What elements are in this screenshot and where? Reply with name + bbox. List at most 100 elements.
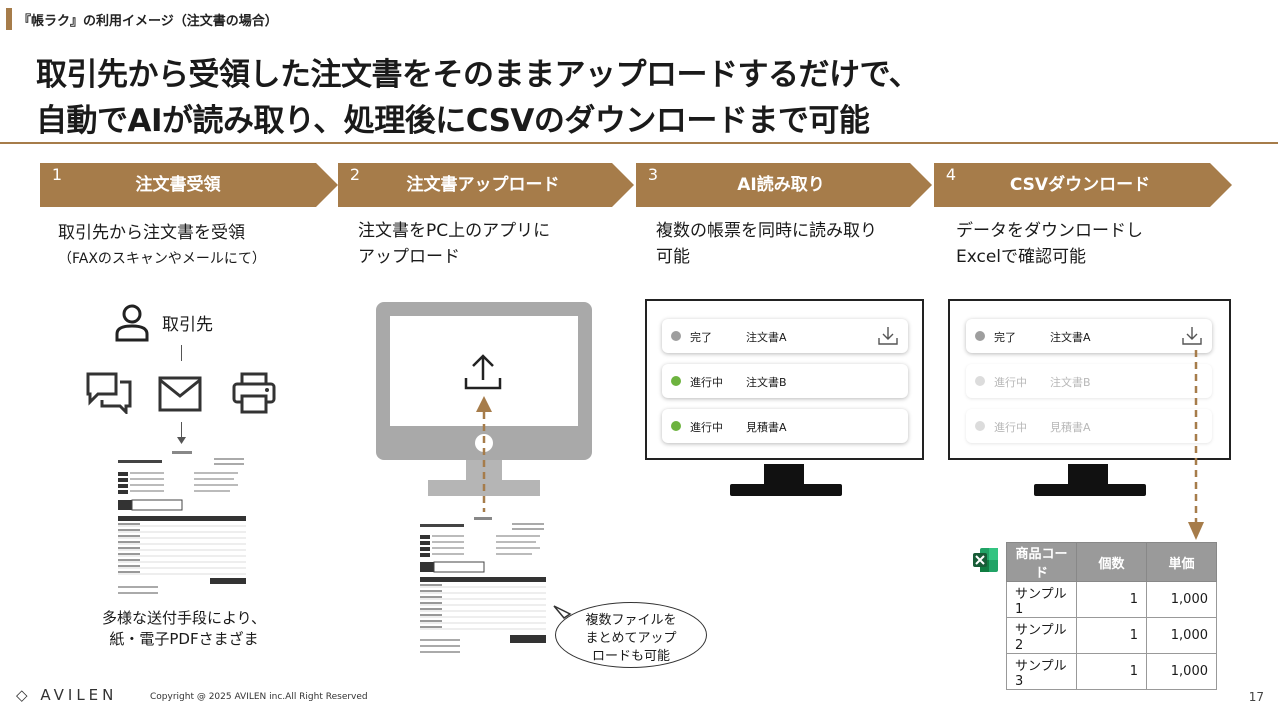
speech-bubble-line-3: ロードも可能: [591, 649, 670, 664]
step-3-description-line-2: 可能: [656, 247, 690, 267]
mail-icon: [158, 376, 202, 412]
status-dot: [671, 331, 681, 341]
ai-screen-stand: [764, 464, 804, 484]
step-1-description: 取引先から注文書を受領 （FAXのスキャンやメールにて）: [58, 220, 266, 272]
csv-list-item[interactable]: 完了 注文書A: [966, 319, 1212, 353]
footer-copyright: Copyright @ 2025 AVILEN inc.All Right Re…: [150, 692, 368, 702]
page-title-line-2: 自動でAIが読み取り、処理後にCSVのダウンロードまで可能: [36, 103, 870, 139]
ai-list-item[interactable]: 進行中 注文書B: [662, 364, 908, 398]
csv-list-item[interactable]: 進行中 注文書B: [966, 364, 1212, 398]
step-4-description: データをダウンロードし Excelで確認可能: [956, 218, 1143, 270]
step-2-label: 注文書アップロード: [406, 175, 560, 195]
table-cell: 1: [1076, 653, 1147, 690]
table-row: サンプル1 1 1,000: [1006, 581, 1217, 618]
order-document-thumbnail: [114, 448, 250, 604]
status-text: 進行中: [994, 421, 1027, 434]
step-2-number: 2: [349, 165, 361, 184]
step-3-description-line-1: 複数の帳票を同時に読み取り: [656, 221, 877, 241]
step-2-description-line-1: 注文書をPC上のアプリに: [358, 221, 551, 241]
table-cell: サンプル3: [1006, 653, 1077, 690]
step-1-chevron: [40, 163, 338, 207]
upload-document-thumbnail: [416, 515, 550, 661]
status-dot: [975, 376, 985, 386]
speech-bubble-line-1: 複数ファイルを: [585, 613, 677, 628]
step-1-description-line-1: 取引先から注文書を受領: [58, 223, 245, 243]
printer-icon: [232, 372, 276, 414]
step-4-chevron: [934, 163, 1232, 207]
step-3-chevron: [636, 163, 932, 207]
csv-preview-table: 商品コード 個数 単価 サンプル1 1 1,000 サンプル2 1 1,000 …: [1006, 542, 1217, 690]
status-text: 進行中: [994, 376, 1027, 389]
chat-icon: [86, 372, 132, 414]
arrow-down-icon: [177, 437, 186, 444]
step-2-description: 注文書をPC上のアプリに アップロード: [358, 218, 550, 270]
step-1-label: 注文書受領: [135, 175, 221, 195]
status-dot: [975, 421, 985, 431]
ai-list-item[interactable]: 完了 注文書A: [662, 319, 908, 353]
step-2-chevron: [338, 163, 634, 207]
csv-screen-base: [1034, 484, 1146, 496]
title-accent-bar: [6, 8, 12, 30]
step-1-caption-line-1: 多様な送付手段により、: [101, 609, 267, 627]
step-2-description-line-2: アップロード: [358, 247, 460, 267]
download-arrow-icon: [1188, 350, 1204, 540]
step-3-label: AI読み取り: [737, 175, 825, 195]
step-3-description: 複数の帳票を同時に読み取り 可能: [656, 218, 877, 270]
table-cell: サンプル2: [1006, 617, 1077, 654]
table-cell: 1,000: [1146, 581, 1217, 618]
table-row: サンプル2 1 1,000: [1006, 617, 1217, 654]
header-divider: [0, 142, 1278, 144]
status-text: 完了: [994, 331, 1016, 344]
speech-bubble-line-2: まとめてアップ: [585, 631, 677, 646]
footer-logo: ◇ AVILEN: [16, 686, 117, 704]
step-4-description-line-1: データをダウンロードし: [956, 221, 1143, 241]
table-row: サンプル3 1 1,000: [1006, 653, 1217, 690]
download-icon[interactable]: [1181, 325, 1203, 347]
document-name: 注文書A: [1050, 331, 1091, 344]
table-cell: 1,000: [1146, 617, 1217, 654]
excel-icon: [973, 548, 998, 572]
status-dot: [975, 331, 985, 341]
document-name: 注文書A: [746, 331, 787, 344]
table-cell: 1: [1076, 581, 1147, 618]
status-text: 進行中: [690, 421, 723, 434]
step-3-number: 3: [647, 165, 659, 184]
step-1-number: 1: [51, 165, 63, 184]
table-cell: 1: [1076, 617, 1147, 654]
document-name: 見積書A: [746, 421, 787, 434]
partner-label: 取引先: [162, 315, 213, 335]
upload-icon: [464, 354, 502, 390]
step-1-caption: 多様な送付手段により、 紙・電子PDFさまざま: [94, 608, 274, 650]
upload-arrow-icon: [476, 396, 492, 512]
step-1-description-line-2: （FAXのスキャンやメールにて）: [58, 251, 266, 267]
table-cell: 1,000: [1146, 653, 1217, 690]
status-dot: [671, 376, 681, 386]
column-header: 単価: [1146, 542, 1217, 582]
step-1-caption-line-2: 紙・電子PDFさまざま: [109, 630, 259, 648]
ai-list-item[interactable]: 進行中 見積書A: [662, 409, 908, 443]
table-cell: サンプル1: [1006, 581, 1077, 618]
column-header: 商品コード: [1006, 542, 1077, 582]
speech-bubble: [555, 602, 707, 668]
inbox-arrow-line: [181, 422, 182, 440]
page-title-line-1: 取引先から受領した注文書をそのままアップロードするだけで、: [36, 57, 920, 93]
column-header: 個数: [1076, 542, 1147, 582]
ai-screen-base: [730, 484, 842, 496]
step-4-description-line-2: Excelで確認可能: [956, 247, 1087, 267]
download-icon[interactable]: [877, 325, 899, 347]
slide-tag: 『帳ラク』の利用イメージ（注文書の場合）: [18, 14, 278, 29]
document-name: 注文書B: [1050, 376, 1091, 389]
speech-bubble-text: 複数ファイルを まとめてアップ ロードも可能: [562, 612, 700, 666]
csv-screen-stand: [1068, 464, 1108, 484]
page-number: 17: [1248, 690, 1264, 704]
step-4-number: 4: [945, 165, 957, 184]
status-dot: [671, 421, 681, 431]
step-4-label: CSVダウンロード: [1009, 175, 1151, 195]
document-name: 注文書B: [746, 376, 787, 389]
csv-list-item[interactable]: 進行中 見積書A: [966, 409, 1212, 443]
status-text: 完了: [690, 331, 712, 344]
document-name: 見積書A: [1050, 421, 1091, 434]
page-title: 取引先から受領した注文書をそのままアップロードするだけで、 自動でAIが読み取り…: [36, 52, 920, 144]
partner-connector: [181, 345, 182, 361]
logo-mark-icon: ◇: [16, 686, 32, 704]
